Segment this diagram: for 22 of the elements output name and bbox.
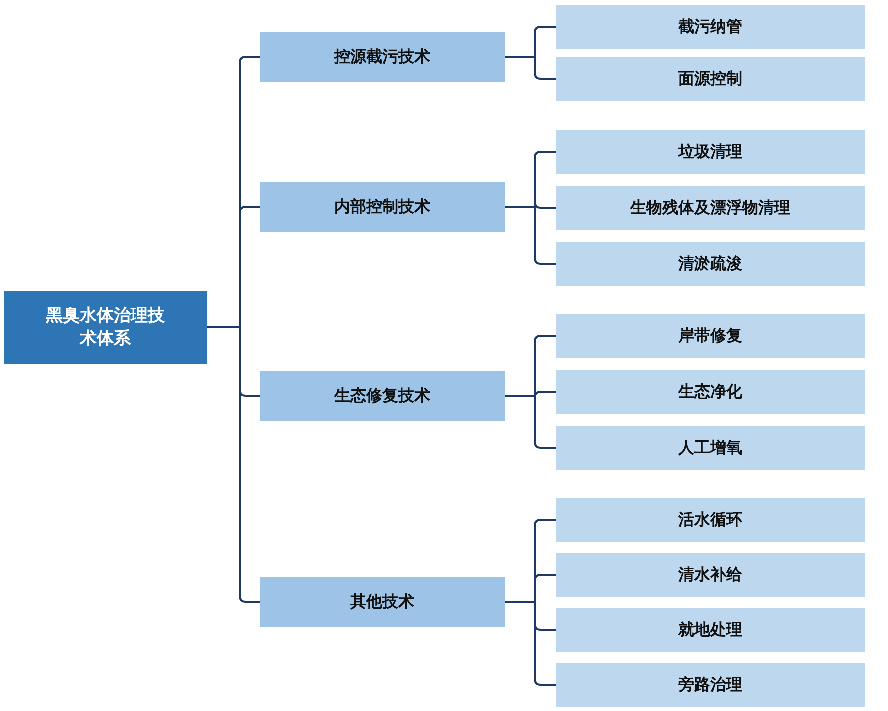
bracket-connector: [505, 56, 556, 80]
item-box: 旁路治理: [556, 663, 865, 707]
item-box: 清淤疏浚: [556, 242, 865, 286]
category-box: 控源截污技术: [260, 32, 505, 82]
item-box: 生物残体及漂浮物清理: [556, 186, 865, 230]
item-box: 截污纳管: [556, 5, 865, 49]
bracket-connector: [505, 601, 556, 686]
root-box: 黑臭水体治理技术体系: [4, 291, 207, 364]
item-box: 岸带修复: [556, 314, 865, 358]
item-box: 面源控制: [556, 57, 865, 101]
bracket-connector: [505, 395, 556, 449]
category-box: 内部控制技术: [260, 182, 505, 232]
item-box: 垃圾清理: [556, 130, 865, 174]
category-box: 其他技术: [260, 577, 505, 627]
item-box: 清水补给: [556, 553, 865, 597]
item-box: 人工增氧: [556, 426, 865, 470]
item-box: 活水循环: [556, 498, 865, 542]
bracket-connector: [207, 326, 260, 603]
item-box: 生态净化: [556, 370, 865, 414]
category-box: 生态修复技术: [260, 371, 505, 421]
bracket-connector: [505, 206, 556, 265]
item-box: 就地处理: [556, 608, 865, 652]
